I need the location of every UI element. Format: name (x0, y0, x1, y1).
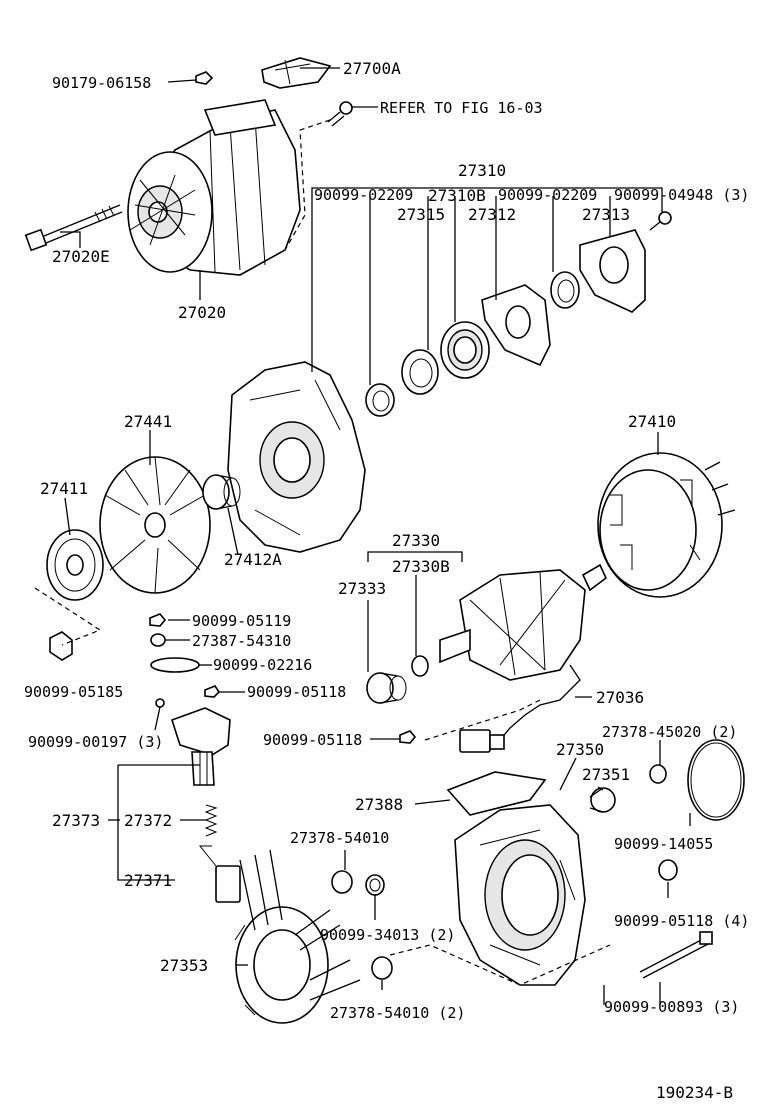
label-27372: 27372 (124, 811, 172, 830)
label-27351: 27351 (582, 765, 630, 784)
fan-27441 (99, 456, 211, 594)
bearing-27333 (366, 672, 407, 704)
screw-90099-04948 (649, 211, 672, 231)
regulator-27373 (171, 707, 231, 786)
label-90099-00893: 90099-00893 (3) (604, 998, 739, 1016)
screw-refer-fig (327, 101, 353, 127)
label-27371: 27371 (124, 871, 172, 890)
harness-27036 (459, 664, 581, 753)
nut-90099-05118b (399, 730, 417, 744)
nut-90099-05118c (658, 859, 678, 881)
label-90099-05118-a: 90099-05118 (247, 683, 346, 701)
regulator-cover-27700A (261, 57, 332, 89)
washer-27315 (401, 349, 439, 395)
label-reference-note: REFER TO FIG 16-03 (380, 99, 543, 117)
label-90099-02209-b: 90099-02209 (498, 186, 597, 204)
label-27378-54010-b: 27378-54010 (2) (330, 1004, 465, 1022)
nut-90099-05185 (49, 631, 73, 661)
label-90099-05118-b: 90099-05118 (263, 731, 362, 749)
drive-end-frame (227, 361, 366, 553)
seal-90099-02209b (550, 271, 580, 309)
label-27330B: 27330B (392, 557, 450, 576)
label-27411: 27411 (40, 479, 88, 498)
label-27353: 27353 (160, 956, 208, 975)
label-27350: 27350 (556, 740, 604, 759)
screw-90099-00197 (155, 698, 165, 708)
bearing-27310B (440, 321, 490, 379)
figure-id: 190234-B (656, 1083, 733, 1102)
label-90099-05118-c: 90099-05118 (4) (614, 912, 749, 930)
pulley-27411 (46, 529, 104, 601)
label-27412A: 27412A (224, 550, 282, 569)
spacer-27412A (202, 474, 241, 510)
retainer-27312 (481, 284, 551, 367)
cap-27378-54010b (371, 956, 393, 980)
label-27378-54010: 27378-54010 (290, 829, 389, 847)
label-27312: 27312 (468, 205, 516, 224)
stator-27410 (597, 452, 736, 598)
label-27441: 27441 (124, 412, 172, 431)
label-90099-02216: 90099-02216 (213, 656, 312, 674)
spring-27372 (204, 804, 218, 837)
insulator-27351 (589, 787, 616, 813)
brush-27371 (198, 845, 241, 903)
nut-90179-06158 (195, 71, 214, 85)
label-27388: 27388 (355, 795, 403, 814)
label-90099-05119: 90099-05119 (192, 612, 291, 630)
rear-frame-27350 (454, 804, 586, 986)
nut-90099-05118a (204, 685, 221, 698)
label-27330: 27330 (392, 531, 440, 550)
label-27313: 27313 (582, 205, 630, 224)
label-27310B: 27310B (428, 186, 486, 205)
label-27387-54310: 27387-54310 (192, 632, 291, 650)
seal-90099-02209a (365, 383, 395, 417)
alternator-assembly-27020 (127, 99, 301, 276)
label-90099-34013: 90099-34013 (2) (320, 926, 455, 944)
label-90099-05185: 90099-05185 (24, 683, 123, 701)
nut-90099-34013 (365, 874, 385, 896)
label-27410: 27410 (628, 412, 676, 431)
bolt-90099-00893 (639, 931, 713, 979)
ring-27330B (411, 655, 429, 677)
bolt-27020E (24, 204, 123, 252)
label-27310: 27310 (458, 161, 506, 180)
label-90099-04948: 90099-04948 (3) (614, 186, 749, 204)
rectifier-27353 (234, 849, 361, 1024)
washer-90099-02216 (150, 657, 200, 673)
oring-90099-14055 (687, 739, 745, 821)
label-90099-00197: 90099-00197 (3) (28, 733, 163, 751)
rotor-27330 (439, 563, 607, 681)
label-27020E: 27020E (52, 247, 110, 266)
label-90099-02209-a: 90099-02209 (314, 186, 413, 204)
label-90099-14055: 90099-14055 (614, 835, 713, 853)
label-27333: 27333 (338, 579, 386, 598)
label-27378-45020: 27378-45020 (2) (602, 723, 737, 741)
cover-27388 (446, 771, 547, 816)
nut-90099-05119 (149, 613, 167, 627)
cap-27378-45020 (649, 764, 667, 784)
cap-27378-54010 (331, 870, 353, 894)
label-90179-06158: 90179-06158 (52, 74, 151, 92)
label-27020: 27020 (178, 303, 226, 322)
bushing-27387-54310 (150, 633, 166, 647)
plate-27313 (579, 229, 646, 313)
label-27700A: 27700A (343, 59, 401, 78)
label-27315: 27315 (397, 205, 445, 224)
label-27373: 27373 (52, 811, 100, 830)
label-27036: 27036 (596, 688, 644, 707)
